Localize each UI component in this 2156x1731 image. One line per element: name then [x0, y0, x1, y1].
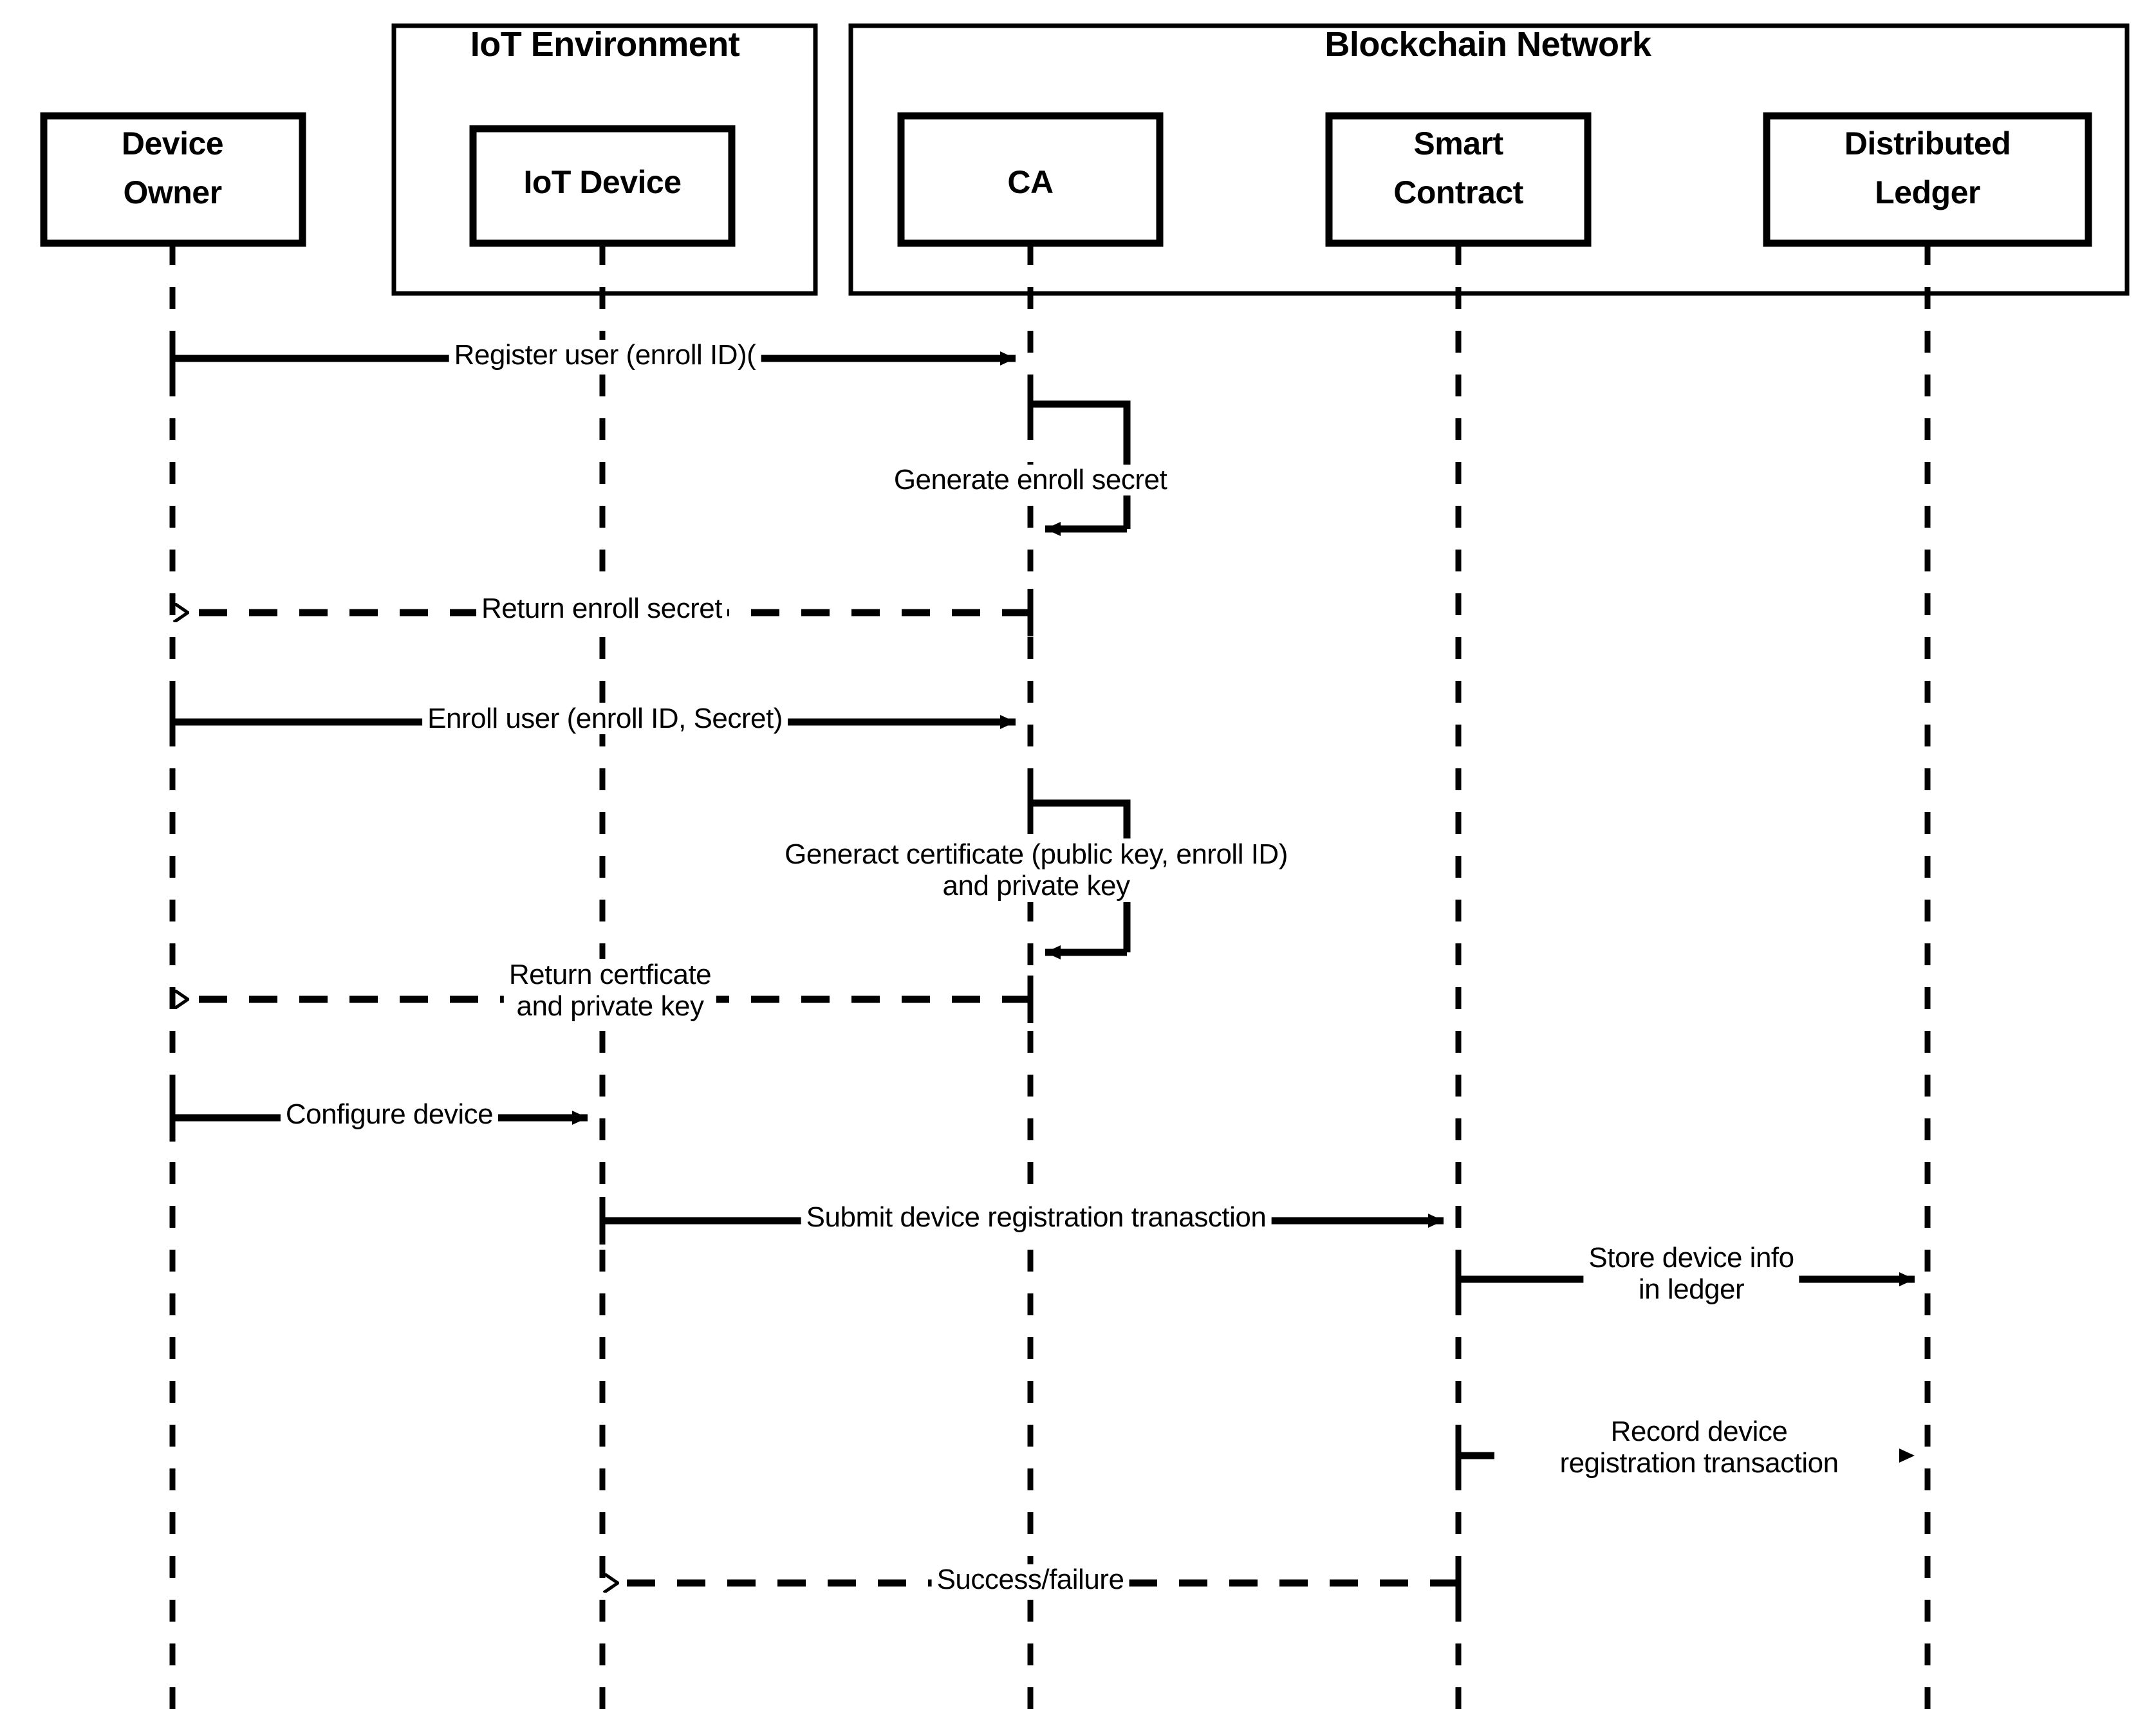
participant-label-smart-contract-line1: Smart: [1413, 125, 1503, 162]
participant-label-device-owner: Device Owner: [121, 125, 224, 210]
participant-label-distributed-ledger: Distributed Ledger: [1845, 126, 2011, 210]
group-label-blockchain-network: Blockchain Network: [1324, 25, 1651, 64]
message-label-m2: Generate enroll secret: [888, 465, 1173, 495]
participant-label-device-owner-line2: Owner: [123, 174, 222, 210]
message-label-m11: Success/failure: [931, 1564, 1129, 1595]
message-label-m4: Enroll user (enroll ID, Secret): [422, 703, 788, 734]
message-label-m6: Return certficate and private key: [503, 959, 717, 1023]
message-label-m1: Register user (enroll ID)(: [449, 340, 761, 371]
participant-label-ca: CA: [1007, 164, 1054, 200]
message-label-m10: Record device registration transaction: [1554, 1416, 1844, 1479]
message-arrow-m2: [1027, 391, 1131, 536]
message-label-m6-line2: and private key: [516, 990, 704, 1023]
participant-label-device-owner-line1: Device: [121, 125, 224, 162]
participant-label-smart-contract: Smart Contract: [1393, 126, 1523, 210]
message-label-m9: Store device info in ledger: [1583, 1242, 1799, 1306]
participant-box-ca: [897, 112, 1164, 247]
message-label-m7: Configure device: [280, 1099, 499, 1130]
message-label-m6-line1: Return certficate: [508, 959, 712, 990]
participant-box-device-owner: [40, 112, 306, 247]
group-label-iot-environment: IoT Environment: [470, 25, 740, 64]
message-label-m9-line1: Store device info: [1588, 1242, 1794, 1273]
message-label-m5-line1: Generact certificate (public key, enroll…: [785, 838, 1288, 870]
participant-label-distributed-ledger-line1: Distributed: [1844, 125, 2011, 162]
message-label-m5-line2: and private key: [942, 870, 1130, 902]
participant-box-smart-contract: [1325, 112, 1592, 247]
message-label-m5: Generact certificate (public key, enroll…: [779, 838, 1293, 902]
message-label-m3: Return enroll secret: [476, 593, 727, 624]
message-label-m10-line2: registration transaction: [1559, 1447, 1839, 1479]
participant-label-ca-line1: CA: [1007, 164, 1054, 200]
participant-label-distributed-ledger-line2: Ledger: [1875, 174, 1980, 210]
message-label-m9-line2: in ledger: [1638, 1273, 1745, 1306]
message-label-m10-line1: Record device: [1610, 1416, 1788, 1447]
participant-label-iot-device: IoT Device: [523, 164, 682, 200]
participant-label-iot-device-line1: IoT Device: [523, 164, 682, 200]
message-arrow-m5: [1027, 790, 1131, 959]
message-arrow-m10: [1455, 1432, 1915, 1479]
participant-label-smart-contract-line2: Contract: [1393, 174, 1523, 210]
message-label-m8: Submit device registration tranasction: [801, 1202, 1272, 1233]
group-box-blockchain-network: [848, 23, 2130, 296]
